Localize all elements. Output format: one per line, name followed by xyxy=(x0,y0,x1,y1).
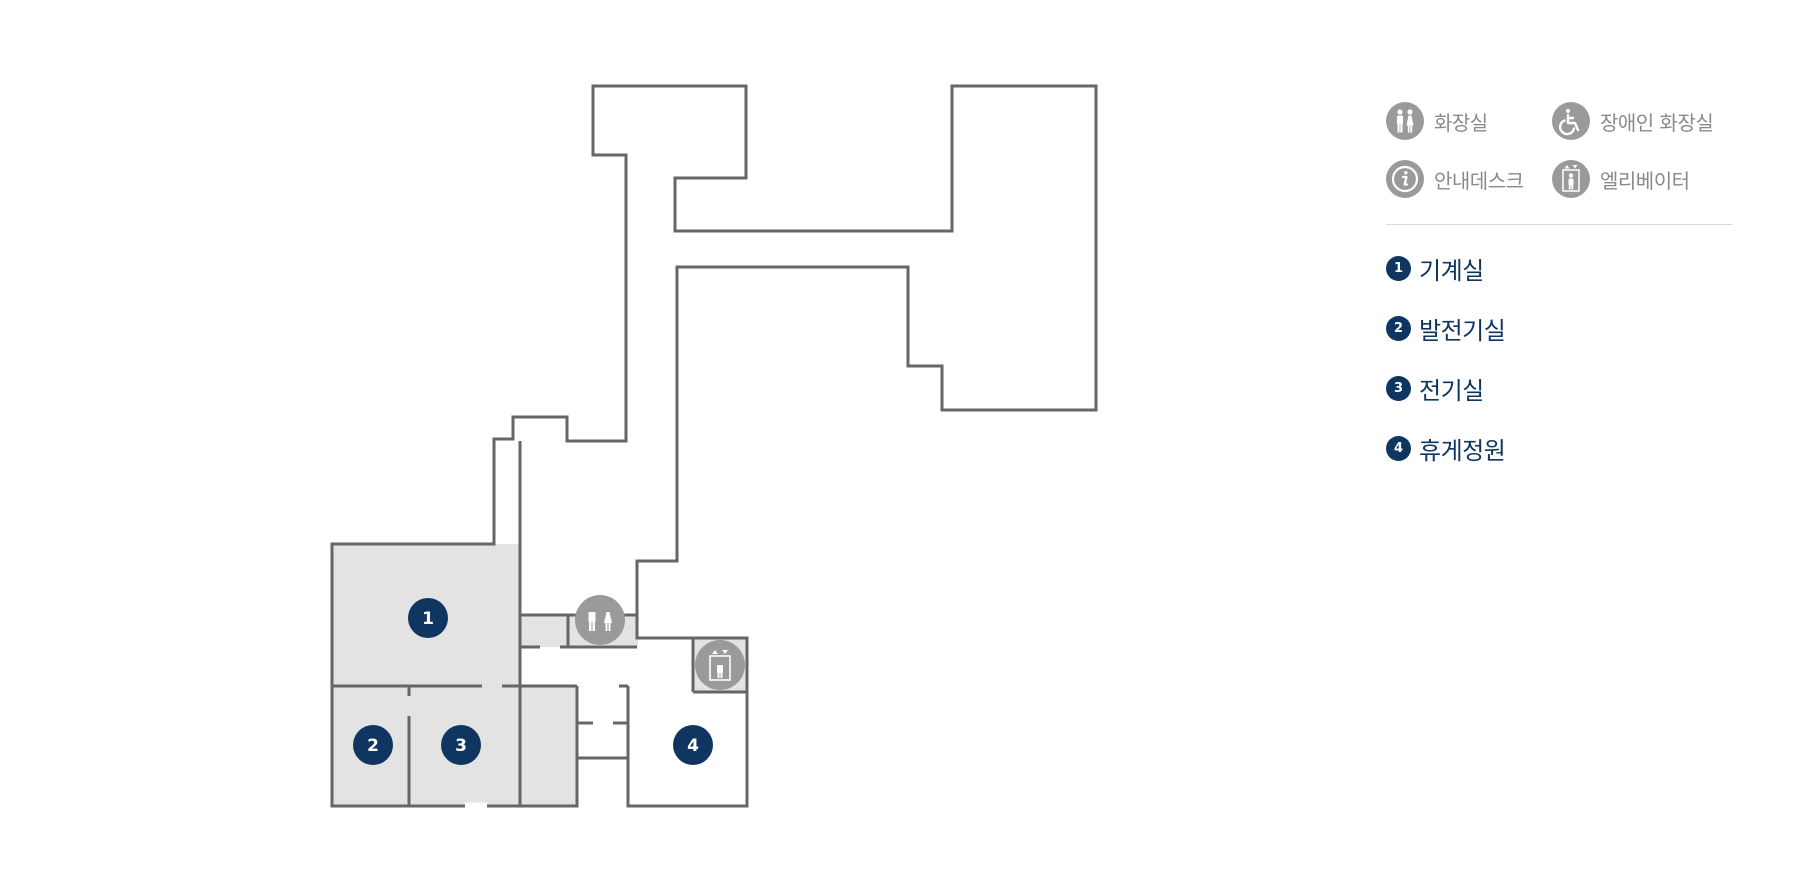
svg-text:2: 2 xyxy=(367,736,379,756)
legend-label: 엘리베이터 xyxy=(1600,168,1690,193)
room-number-badge: 4 xyxy=(1386,435,1411,461)
room-marker-1[interactable]: 1 xyxy=(408,598,448,638)
room-marker-2[interactable]: 2 xyxy=(353,725,393,765)
room-legend: 1 기계실 2 발전기실 3 전기실 4 휴게정원 xyxy=(1386,251,1732,465)
room-legend-item[interactable]: 3 전기실 xyxy=(1386,371,1732,405)
legend: 화장실 장애인 화장실 xyxy=(1386,102,1732,491)
legend-item-elevator[interactable]: 엘리베이터 xyxy=(1552,160,1732,198)
legend-divider xyxy=(1386,224,1732,225)
legend-item-info-desk[interactable]: 안내데스크 xyxy=(1386,160,1552,198)
room-marker-4[interactable]: 4 xyxy=(673,725,713,765)
legend-item-restroom[interactable]: 화장실 xyxy=(1386,102,1552,140)
building-outline xyxy=(330,84,1098,808)
facility-legend: 화장실 장애인 화장실 xyxy=(1386,102,1732,198)
room-name: 전기실 xyxy=(1419,376,1484,405)
svg-text:3: 3 xyxy=(455,736,467,756)
info-desk-icon xyxy=(1386,160,1424,198)
elevator-icon[interactable] xyxy=(695,640,745,690)
elevator-icon xyxy=(1552,160,1590,198)
svg-text:4: 4 xyxy=(687,736,699,756)
legend-label: 안내데스크 xyxy=(1434,168,1524,193)
interior-walls xyxy=(332,441,747,806)
restroom-icon xyxy=(1386,102,1424,140)
room-number-badge: 2 xyxy=(1386,315,1411,341)
room-legend-item[interactable]: 2 발전기실 xyxy=(1386,311,1732,345)
restroom-icon[interactable] xyxy=(575,595,625,645)
room-number-badge: 1 xyxy=(1386,255,1411,281)
room-marker-3[interactable]: 3 xyxy=(441,725,481,765)
room-legend-item[interactable]: 4 휴게정원 xyxy=(1386,431,1732,465)
legend-label: 화장실 xyxy=(1434,110,1488,135)
legend-label: 장애인 화장실 xyxy=(1600,110,1714,135)
room-name: 발전기실 xyxy=(1419,316,1506,345)
room-legend-item[interactable]: 1 기계실 xyxy=(1386,251,1732,285)
svg-text:1: 1 xyxy=(422,609,434,629)
legend-item-accessible-restroom[interactable]: 장애인 화장실 xyxy=(1552,102,1732,140)
room-name: 휴게정원 xyxy=(1419,436,1506,465)
room-number-badge: 3 xyxy=(1386,375,1411,401)
room-name: 기계실 xyxy=(1419,256,1484,285)
accessible-restroom-icon xyxy=(1552,102,1590,140)
